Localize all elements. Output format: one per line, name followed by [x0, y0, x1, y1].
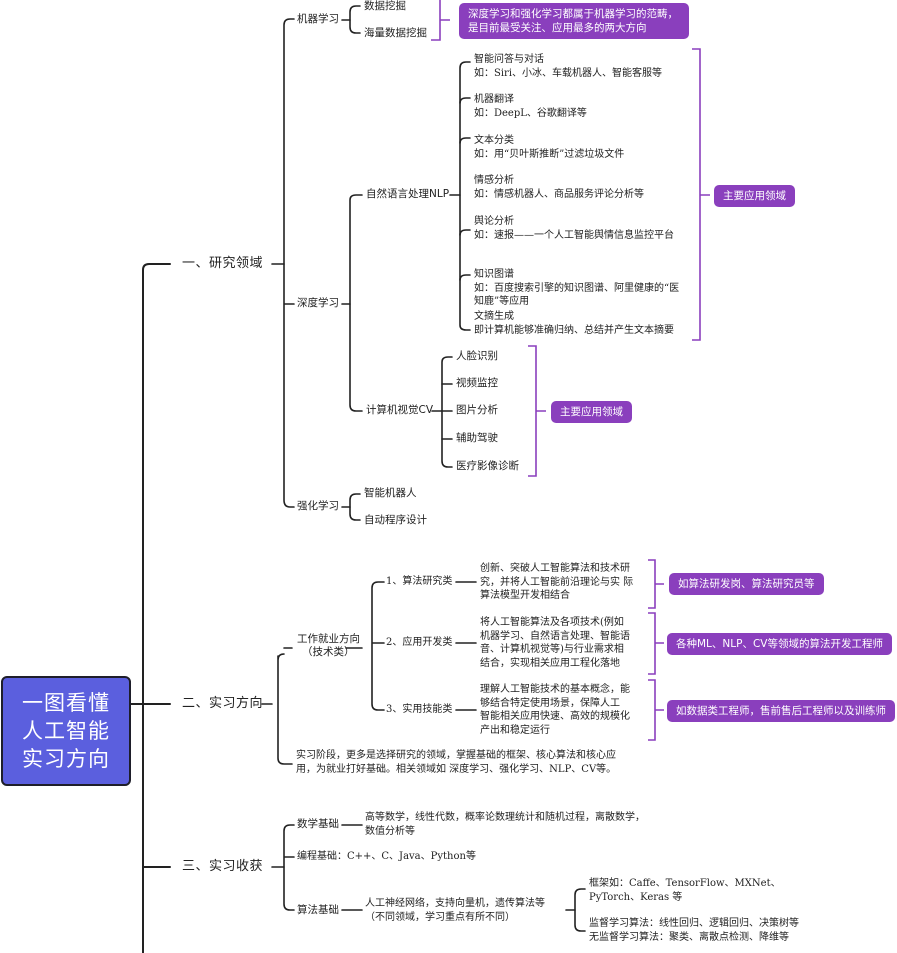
bracket-nlp [692, 48, 710, 341]
note-line: 用，为就业打好基础。相关领域如 深度学习、强化学习、NLP、CV等。 [296, 763, 617, 775]
section-gains[interactable]: 三、实习收获 [182, 859, 264, 874]
desc-line: 监督学习算法：线性回归、逻辑回归、决策树等 [589, 918, 799, 929]
note-line: 实习阶段，更多是选择研究的领域，掌握基础的框架、核心算法和核心应 [296, 750, 616, 761]
bracket-app [648, 612, 664, 675]
nlp-item-title: 智能问答与对话 [474, 54, 544, 65]
root-title-line: 一图看懂 [22, 691, 110, 715]
note-ml-scope: 深度学习和强化学习都属于机器学习的范畴，是目前最受关注、应用最多的两大方向 [459, 3, 689, 39]
nlp-item[interactable]: 舆论分析如：速报——一个人工智能舆情信息监控平台 [474, 215, 674, 242]
desc-line: 够结合特定使用场景，保障人工 [480, 697, 620, 709]
main-spine [142, 263, 171, 953]
nlp-item-title: 知识图谱 [474, 269, 514, 280]
root-title-line: 实习方向 [22, 747, 110, 771]
nlp-item-title: 情感分析 [474, 175, 514, 186]
node-math-basics[interactable]: 数学基础 [297, 818, 339, 830]
nlp-item-desc: 即计算机能够准确归纳、总结并产生文本摘要 [474, 324, 674, 336]
nlp-item[interactable]: 情感分析如：情感机器人、商品服务评论分析等 [474, 174, 644, 201]
desc-line: 无监督学习算法：聚类、离散点检测、降维等 [589, 931, 789, 943]
desc-line: 理解人工智能技术的基本概念，能 [480, 684, 630, 695]
node-machine-learning[interactable]: 机器学习 [297, 13, 339, 25]
node-job-direction[interactable]: 工作就业方向 [297, 633, 360, 645]
node-job-direction-sub: （技术类） [302, 646, 355, 658]
desc-line: 究，并将人工智能前沿理论与实 际 [480, 576, 634, 588]
cv-item[interactable]: 人脸识别 [456, 350, 498, 362]
nlp-item-title: 机器翻译 [474, 94, 514, 105]
tag-nlp-main-fields: 主要应用领域 [714, 185, 795, 207]
job-type-algorithm[interactable]: 1、算法研究类 [386, 576, 453, 587]
node-cv[interactable]: 计算机视觉CV [366, 404, 434, 416]
nlp-item-desc: 如：速报——一个人工智能舆情信息监控平台 [474, 229, 674, 241]
desc-line: 算法模型开发相结合 [480, 590, 570, 601]
desc-line: 框架如：Caffe、TensorFlow、MXNet、 [589, 878, 781, 889]
bracket-cv [528, 345, 546, 477]
desc-line: 产出和稳定运行 [480, 724, 550, 736]
nlp-item[interactable]: 知识图谱如：百度搜索引擎的知识图谱、阿里健康的“医知鹿”等应用 [474, 268, 679, 309]
section-direction[interactable]: 二、实习方向 [182, 696, 264, 711]
algorithm-desc: 人工神经网络，支持向量机，遗传算法等 （不同领域，学习重点有所不同） [365, 897, 545, 924]
tag-algorithm-roles: 如算法研发岗、算法研究员等 [669, 573, 824, 595]
bracket-algo [648, 559, 664, 609]
desc-line: 人工神经网络，支持向量机，遗传算法等 [365, 898, 545, 909]
bracket-ml-note [431, 0, 450, 41]
desc-line: （不同领域，学习重点有所不同） [365, 911, 515, 923]
job-type-application[interactable]: 2、应用开发类 [386, 637, 453, 648]
tag-application-roles: 各种ML、NLP、CV等领域的算法开发工程师 [667, 633, 892, 655]
nlp-item-desc: 如：用“贝叶斯推断”过滤垃圾文件 [474, 148, 625, 160]
nlp-item-desc: 如：百度搜索引擎的知识图谱、阿里健康的“医 [474, 282, 680, 294]
nlp-item-desc: 如：DeepL、谷歌翻译等 [474, 107, 587, 119]
frameworks-node[interactable]: 框架如：Caffe、TensorFlow、MXNet、 PyTorch、Kera… [589, 877, 781, 904]
nlp-item-desc: 如：情感机器人、商品服务评论分析等 [474, 188, 644, 200]
nlp-item-title: 舆论分析 [474, 216, 514, 227]
job-desc-application: 将人工智能算法及各项技术(例如 机器学习、自然语言处理、智能语 音、计算机视觉等… [480, 616, 630, 670]
job-type-skills[interactable]: 3、实用技能类 [386, 704, 453, 715]
cv-item[interactable]: 视频监控 [456, 377, 498, 389]
cv-item[interactable]: 辅助驾驶 [456, 432, 498, 444]
desc-line: 高等数学，线性代数，概率论数理统计和随机过程，离散数学， [365, 812, 645, 823]
research-spine [283, 18, 295, 508]
section-research[interactable]: 一、研究领域 [182, 256, 264, 271]
root-node[interactable]: 一图看懂 人工智能 实习方向 [1, 676, 131, 786]
job-desc-algorithm: 创新、突破人工智能算法和技术研 究，并将人工智能前沿理论与实 际 算法模型开发相… [480, 562, 633, 603]
desc-line: 音、计算机视觉等)与行业需求相 [480, 644, 624, 655]
node-nlp[interactable]: 自然语言处理NLP [366, 188, 450, 200]
math-desc: 高等数学，线性代数，概率论数理统计和随机过程，离散数学， 数值分析等 [365, 811, 645, 838]
node-big-data-mining[interactable]: 海量数据挖掘 [364, 27, 427, 39]
desc-line: 创新、突破人工智能算法和技术研 [480, 563, 630, 574]
nlp-item[interactable]: 文摘生成即计算机能够准确归纳、总结并产生文本摘要 [474, 310, 674, 337]
desc-line: PyTorch、Keras 等 [589, 891, 683, 903]
cv-item[interactable]: 医疗影像诊断 [456, 460, 519, 472]
node-data-mining[interactable]: 数据挖掘 [364, 0, 406, 12]
nlp-item[interactable]: 文本分类如：用“贝叶斯推断”过滤垃圾文件 [474, 134, 624, 161]
nlp-item[interactable]: 智能问答与对话如：Siri、小冰、车载机器人、智能客服等 [474, 53, 662, 80]
nlp-item-desc: 如：Siri、小冰、车载机器人、智能客服等 [474, 67, 663, 79]
job-desc-skills: 理解人工智能技术的基本概念，能 够结合特定使用场景，保障人工 智能相关应用快速、… [480, 683, 630, 737]
node-deep-learning[interactable]: 深度学习 [297, 297, 339, 309]
bracket-skill [648, 679, 664, 741]
node-algorithm-basics[interactable]: 算法基础 [297, 904, 339, 916]
root-title-line: 人工智能 [22, 719, 110, 743]
node-smart-robot[interactable]: 智能机器人 [364, 487, 417, 499]
nlp-item-title: 文本分类 [474, 135, 514, 146]
nlp-item-desc: 知鹿”等应用 [474, 296, 530, 307]
nlp-item[interactable]: 机器翻译如：DeepL、谷歌翻译等 [474, 93, 587, 120]
tag-skill-roles: 如数据类工程师，售前售后工程师以及训练师 [667, 700, 895, 722]
cv-item[interactable]: 图片分析 [456, 404, 498, 416]
internship-note[interactable]: 实习阶段，更多是选择研究的领域，掌握基础的框架、核心算法和核心应 用，为就业打好… [296, 749, 616, 776]
algorithms-node[interactable]: 监督学习算法：线性回归、逻辑回归、决策树等 无监督学习算法：聚类、离散点检测、降… [589, 917, 799, 944]
node-reinforcement-learning[interactable]: 强化学习 [297, 500, 339, 512]
desc-line: 智能相关应用快速、高效的规模化 [480, 711, 630, 722]
nlp-item-title: 文摘生成 [474, 311, 514, 322]
node-programming-basics[interactable]: 编程基础：C++、C、Java、Python等 [297, 851, 476, 862]
desc-line: 将人工智能算法及各项技术(例如 [480, 617, 624, 628]
desc-line: 机器学习、自然语言处理、智能语 [480, 630, 630, 642]
desc-line: 结合，实现相关应用工程化落地 [480, 657, 620, 669]
tag-cv-main-fields: 主要应用领域 [551, 401, 632, 423]
node-auto-programming[interactable]: 自动程序设计 [364, 514, 427, 526]
desc-line: 数值分析等 [365, 825, 415, 837]
